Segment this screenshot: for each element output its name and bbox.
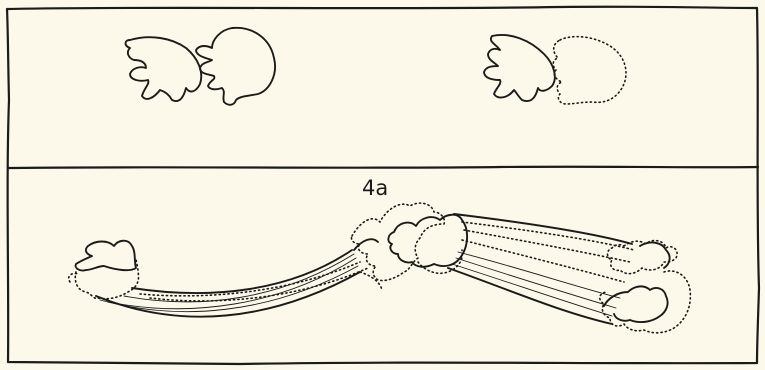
- panel-divider: [8, 167, 758, 168]
- bottom-left-hand: [69, 241, 139, 299]
- top-right-hand-solid: [484, 35, 555, 101]
- top-left-hand-pair: [126, 28, 276, 105]
- bottom-right-hand-solid-outline: [600, 271, 691, 333]
- center-hand-solid: [388, 215, 467, 267]
- right-motion-bundle: [448, 214, 634, 324]
- bottom-right-hands: [600, 241, 691, 333]
- top-right-hand-dotted: [553, 37, 626, 104]
- top-left-hand-left: [126, 37, 202, 101]
- figure-label: 4a: [362, 176, 388, 200]
- top-left-hand-right: [196, 28, 275, 105]
- top-right-hand-pair: [484, 35, 626, 104]
